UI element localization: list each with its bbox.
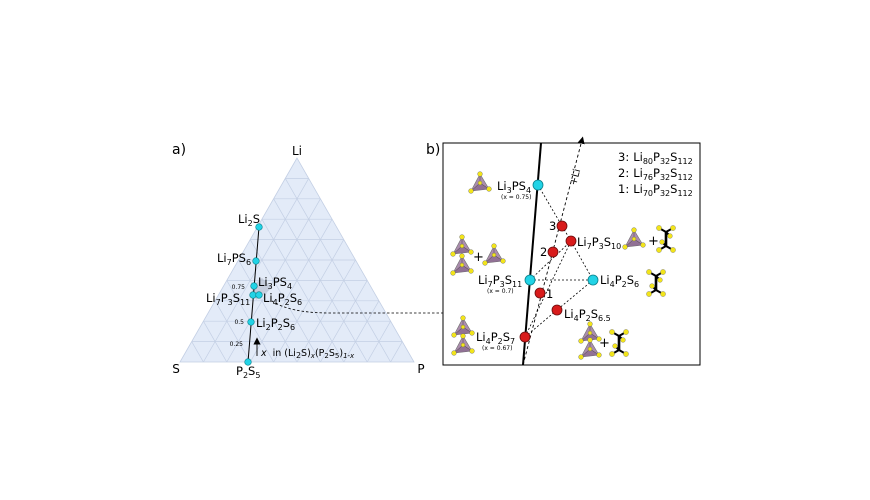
point-li3ps4	[250, 282, 258, 290]
point-li4p2s6	[255, 291, 263, 299]
zoom-point-li4p2s65	[551, 304, 563, 316]
zoom-point-li3ps4	[532, 179, 544, 191]
label-li2s: Li2S	[238, 212, 260, 228]
tick-050: 0.5	[234, 319, 244, 326]
zoom-point-li7p3s10	[565, 235, 577, 247]
zoom-label-li3ps4: Li3PS4	[497, 179, 531, 195]
point-li7ps6	[252, 257, 260, 265]
zoom-label-li7p3s11: Li7P3S11	[478, 273, 522, 289]
zoom-box	[442, 142, 701, 366]
tie-lines	[524, 184, 594, 338]
zoom-point-li7p3s11	[524, 274, 536, 286]
label-li2p2s6: Li2P2S6	[256, 316, 295, 332]
point-li7p3s11	[249, 291, 257, 299]
zoom-connector	[271, 300, 443, 314]
zoom-point-li4p2s6	[587, 274, 599, 286]
zoom-note-li3ps4: (x = 0.75)	[501, 194, 531, 201]
tick-075: 0.75	[232, 284, 246, 291]
plus-sign: +	[473, 250, 484, 265]
legend-1: 1:Li70P32S112	[618, 182, 693, 198]
zoom-note-li7p3s11: (x = 0.7)	[487, 288, 514, 295]
zoom-label-li4p2s7: Li4P2S7	[476, 330, 515, 346]
legend-3: 3:Li80P32S112	[618, 150, 693, 166]
zoom-note-li4p2s7: (x = 0.67)	[482, 345, 512, 352]
legend-2: 2:Li76P32S112	[618, 166, 693, 182]
panel-a-tag: a)	[172, 142, 186, 158]
label-p2s5: P2S5	[236, 364, 260, 380]
point-li2s	[255, 223, 263, 231]
zoom-point-li4p2s7	[519, 331, 531, 343]
label-li3ps4: Li3PS4	[258, 275, 292, 291]
panel-b: b) +Li 3 2 1	[426, 136, 701, 366]
zoom-label-li4p2s65: Li4P2S6.5	[564, 307, 611, 323]
vertex-p: P	[417, 362, 424, 376]
label-li7ps6: Li7PS6	[217, 251, 251, 267]
zoom-point-2	[547, 246, 559, 258]
point-li2p2s6	[247, 318, 255, 326]
point-p2s5	[244, 358, 252, 366]
li-arrow-label: +Li	[568, 168, 583, 187]
vertex-s: S	[172, 362, 180, 376]
zoom-label-li4p2s6: Li4P2S6	[600, 273, 639, 289]
zoom-label-li7p3s10: Li7P3S10	[577, 235, 621, 251]
panel-a: a) Li S P 0.75 0.5 0.25 Li2S Li7PS6 Li3P…	[172, 142, 443, 380]
plus-sign: +	[599, 336, 610, 351]
label-li7p3s11: Li7P3S11	[206, 291, 250, 307]
zoom-legend: 3:Li80P32S112 2:Li76P32S112 1:Li70P32S11…	[618, 150, 693, 198]
tick-025: 0.25	[230, 341, 244, 348]
num-2: 2	[540, 245, 547, 259]
panel-b-tag: b)	[426, 142, 440, 158]
num-3: 3	[549, 219, 556, 233]
vertex-li: Li	[292, 144, 302, 158]
zoom-point-3	[556, 220, 568, 232]
zoom-point-1	[534, 287, 546, 299]
plus-sign: +	[648, 234, 659, 249]
label-li4p2s6-a: Li4P2S6	[263, 291, 302, 307]
num-1: 1	[546, 287, 553, 301]
